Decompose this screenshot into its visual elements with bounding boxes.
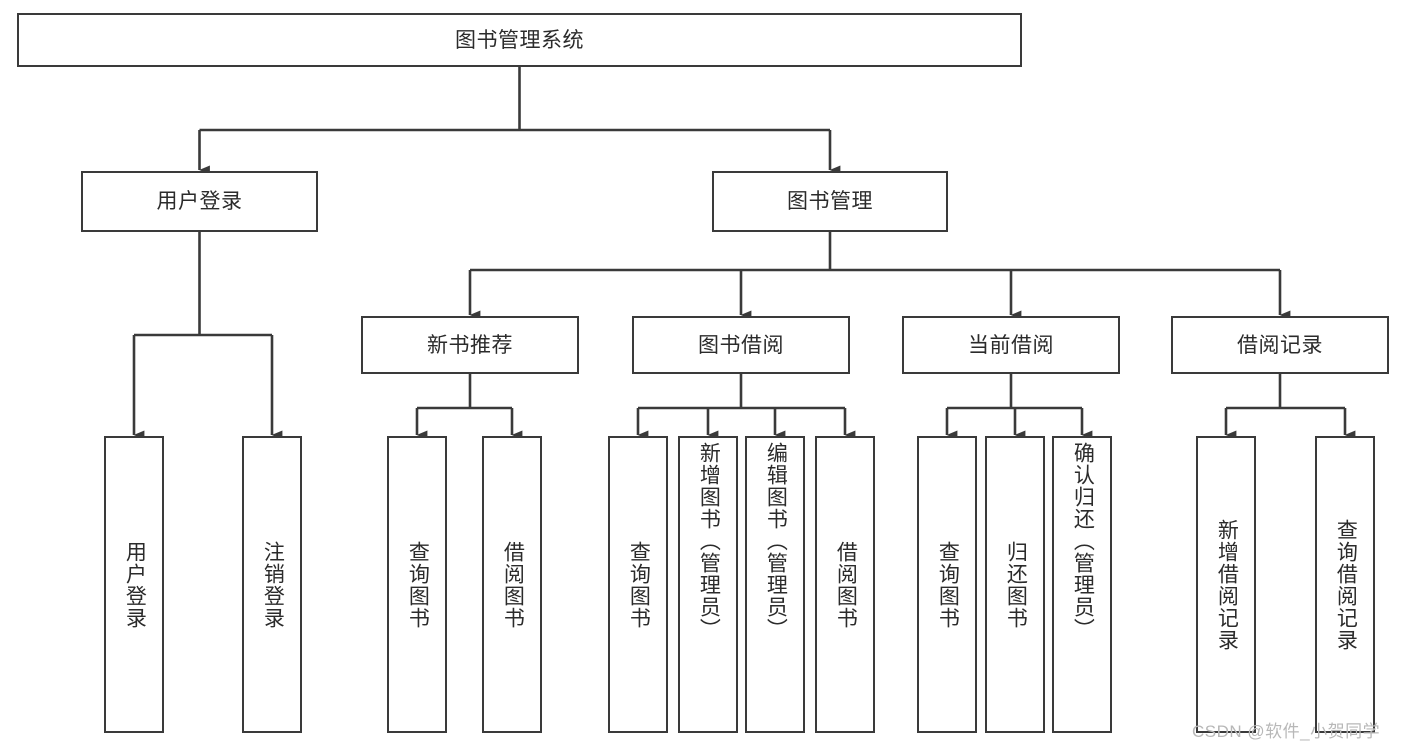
node-leaf11[interactable]: 确认归还（管理员） xyxy=(1052,436,1112,733)
node-leaf1[interactable]: 用户登录 xyxy=(104,436,164,733)
node-label: 新增借阅记录 xyxy=(1215,518,1239,651)
node-label: 确认归还（管理员） xyxy=(1071,442,1095,640)
node-newbook[interactable]: 新书推荐 xyxy=(361,316,579,374)
node-label: 查询图书 xyxy=(406,540,430,629)
node-label: 新书推荐 xyxy=(427,333,513,357)
node-leaf8[interactable]: 借阅图书 xyxy=(815,436,875,733)
node-leaf12[interactable]: 新增借阅记录 xyxy=(1196,436,1256,733)
node-label: 当前借阅 xyxy=(968,333,1054,357)
node-label: 图书借阅 xyxy=(698,333,784,357)
csdn-watermark: CSDN @软件_小贺同学 xyxy=(1192,722,1381,741)
node-label: 新增图书（管理员） xyxy=(697,442,721,640)
node-label: 图书管理 xyxy=(787,190,873,213)
node-label: 用户登录 xyxy=(156,190,243,213)
node-label: 图书管理系统 xyxy=(455,28,584,52)
node-bookmgmt[interactable]: 图书管理 xyxy=(712,171,948,232)
node-leaf5[interactable]: 查询图书 xyxy=(608,436,668,733)
node-leaf10[interactable]: 归还图书 xyxy=(985,436,1045,733)
node-label: 注销登录 xyxy=(261,540,285,629)
node-label: 编辑图书（管理员） xyxy=(764,442,788,640)
node-label: 归还图书 xyxy=(1004,540,1028,629)
node-leaf2[interactable]: 注销登录 xyxy=(242,436,302,733)
node-leaf7[interactable]: 编辑图书（管理员） xyxy=(745,436,805,733)
node-label: 查询图书 xyxy=(936,540,960,629)
node-label: 借阅图书 xyxy=(501,540,525,629)
node-records[interactable]: 借阅记录 xyxy=(1171,316,1389,374)
node-current[interactable]: 当前借阅 xyxy=(902,316,1120,374)
node-leaf13[interactable]: 查询借阅记录 xyxy=(1315,436,1375,733)
node-label: 查询借阅记录 xyxy=(1334,518,1358,651)
node-login[interactable]: 用户登录 xyxy=(81,171,318,232)
node-label: 用户登录 xyxy=(123,540,147,629)
node-leaf6[interactable]: 新增图书（管理员） xyxy=(678,436,738,733)
node-leaf3[interactable]: 查询图书 xyxy=(387,436,447,733)
node-label: 借阅图书 xyxy=(834,540,858,629)
node-label: 查询图书 xyxy=(627,540,651,629)
node-borrow[interactable]: 图书借阅 xyxy=(632,316,850,374)
node-leaf4[interactable]: 借阅图书 xyxy=(482,436,542,733)
node-label: 借阅记录 xyxy=(1237,333,1323,357)
node-leaf9[interactable]: 查询图书 xyxy=(917,436,977,733)
node-root[interactable]: 图书管理系统 xyxy=(17,13,1022,67)
